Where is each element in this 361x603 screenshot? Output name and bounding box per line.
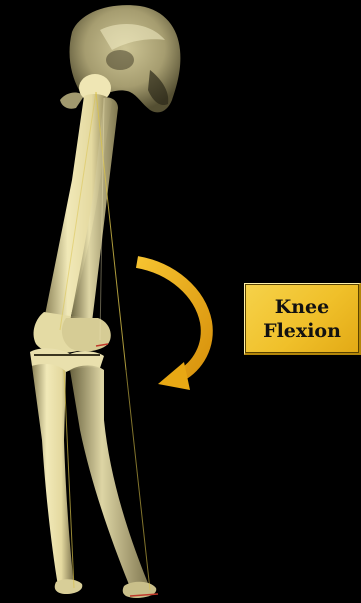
knee-flexion-label-text: Knee Flexion [263, 295, 341, 343]
tibia-back [70, 366, 158, 599]
knee-flexion-label: Knee Flexion [244, 283, 361, 355]
flexion-arrow-icon [137, 262, 207, 390]
pelvis [60, 5, 180, 112]
